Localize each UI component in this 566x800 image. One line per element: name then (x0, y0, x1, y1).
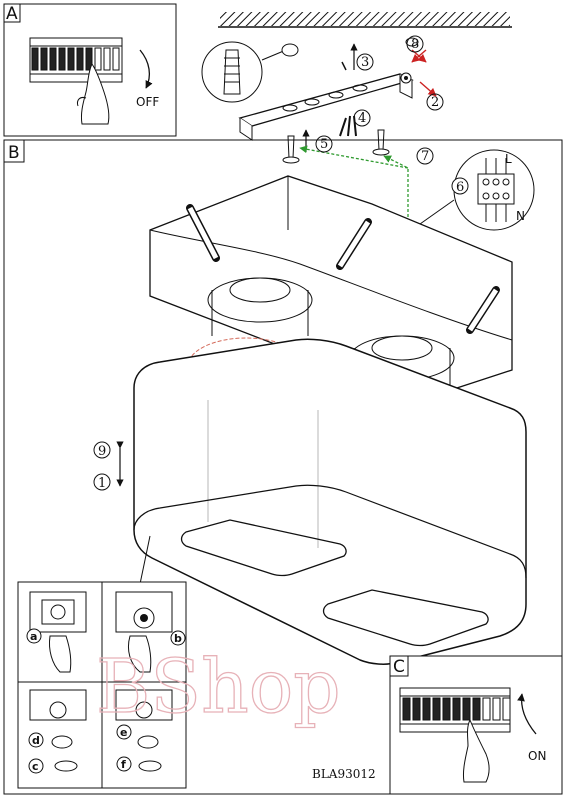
watermark: BShop (96, 644, 341, 730)
mounting-bracket (240, 73, 412, 140)
svg-text:6: 6 (456, 180, 464, 195)
breaker-switch (463, 698, 470, 720)
svg-text:c: c (32, 760, 39, 773)
substep-d-marker: d (29, 733, 43, 747)
breaker-strip-icon (400, 688, 510, 732)
section-c-label: C (393, 657, 405, 677)
step-7-marker: 7 (421, 149, 429, 164)
breaker-switch (403, 698, 410, 720)
svg-text:8: 8 (411, 37, 419, 52)
breaker-switch (453, 698, 460, 720)
breaker-switch (32, 48, 38, 70)
ceiling (218, 12, 512, 27)
breaker-switch (104, 48, 110, 70)
step-1-marker: 1 (94, 474, 110, 491)
step-4-marker: 4 (358, 111, 366, 126)
substep-a-marker: a (27, 629, 41, 643)
luminaire-body (134, 339, 526, 664)
breaker-switch (113, 48, 119, 70)
svg-text:5: 5 (320, 137, 328, 152)
breaker-switch (503, 698, 510, 720)
wall-plug-callout (202, 42, 298, 102)
svg-text:2: 2 (431, 95, 439, 110)
breaker-switch (473, 698, 480, 720)
breaker-switch (493, 698, 500, 720)
breaker-switch (423, 698, 430, 720)
terminal-block-callout: L N (420, 150, 534, 230)
step-8-marker: 8 (411, 37, 419, 52)
substep-f-marker: f (117, 757, 131, 771)
breaker-switch (95, 48, 101, 70)
panel-a: A OFF (4, 4, 176, 136)
step-2-marker: 2 (431, 95, 439, 110)
substep-c-marker: c (29, 759, 43, 773)
terminal-l-label: L (505, 152, 512, 166)
substep-b-marker: b (171, 631, 185, 645)
svg-text:9: 9 (98, 444, 106, 459)
svg-text:4: 4 (358, 111, 366, 126)
breaker-switch (443, 698, 450, 720)
switch-off-arrow-icon (140, 50, 149, 88)
breaker-switch (59, 48, 65, 70)
breaker-strip-icon (30, 38, 122, 82)
step-5-marker: 5 (320, 137, 328, 152)
svg-text:1: 1 (98, 476, 106, 491)
step-9-marker: 9 (94, 442, 110, 459)
svg-text:3: 3 (361, 55, 369, 70)
breaker-switch (433, 698, 440, 720)
breaker-switch (68, 48, 74, 70)
svg-text:a: a (30, 630, 37, 643)
breaker-switch (50, 48, 56, 70)
switch-on-label: ON (528, 749, 546, 763)
panel-c: C ON (390, 656, 562, 794)
svg-text:d: d (32, 734, 40, 747)
switch-off-label: OFF (136, 95, 159, 109)
breaker-switch (41, 48, 47, 70)
model-code: BLA93012 (312, 767, 376, 781)
section-b-label: B (8, 143, 20, 163)
breaker-switch (413, 698, 420, 720)
terminal-n-label: N (516, 209, 525, 223)
breaker-switch (77, 48, 83, 70)
svg-text:f: f (121, 758, 126, 771)
section-a-label: A (6, 4, 18, 24)
breaker-switch (483, 698, 490, 720)
step-3-marker: 3 (361, 55, 369, 70)
screw-icon (373, 130, 389, 155)
svg-text:7: 7 (421, 149, 429, 164)
